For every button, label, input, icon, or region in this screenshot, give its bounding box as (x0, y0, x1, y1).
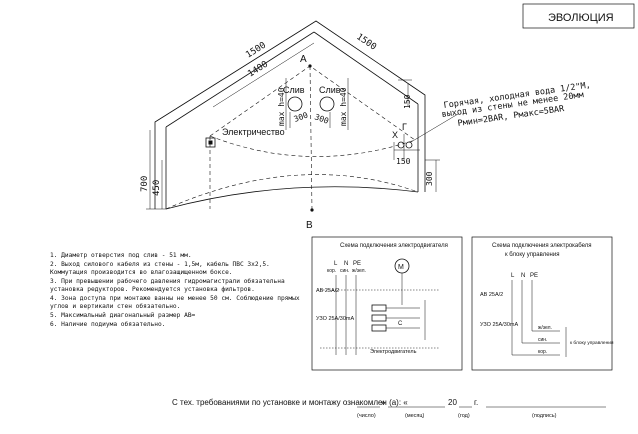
scheme-control-title2: к блоку управления (505, 252, 559, 258)
control-wire-pe: ж/зел. (538, 325, 552, 331)
brand-label: ЭВОЛЮЦИЯ (548, 12, 614, 24)
drain-right-label: Слив (319, 85, 341, 95)
dim-top-left: 1500 (244, 41, 268, 61)
footer-signature: С тех. требованиями по установке и монта… (172, 398, 606, 419)
control-to-block: к блоку управления (570, 340, 614, 346)
note-2b: Коммутация производится во влагозащищенн… (50, 268, 233, 276)
brand-box: ЭВОЛЮЦИЯ (522, 3, 635, 29)
motor-l: L (334, 261, 338, 267)
motor-breaker: АВ 25А/2 (316, 288, 339, 294)
plan-view: 1500 1500 1400 А В Слив 300 Сл (140, 20, 459, 231)
dim-300-left: 300 (293, 110, 310, 123)
motor-caption: Электродвигатель (370, 349, 417, 355)
note-6: 6. Наличие подиума обязательно. (50, 320, 165, 328)
scheme-motor: Схема подключения электродвигателя L N P… (311, 236, 463, 371)
control-uzo: УЗО 25А/30mA (480, 322, 518, 328)
motor-capacitor: С (398, 321, 403, 327)
note-2: 2. Выход силового кабеля из стены - 1,5м… (50, 260, 270, 268)
note-1: 1. Диаметр отверстия под слив - 51 мм. (50, 252, 192, 259)
control-breaker: АВ 25А/2 (480, 292, 503, 298)
control-n: N (521, 273, 525, 279)
point-x: Х (392, 130, 398, 140)
point-b: В (306, 220, 313, 231)
caption-day: (число) (357, 413, 376, 419)
electricity-outlet: Электричество (205, 127, 285, 148)
electricity-label: Электричество (222, 127, 285, 137)
motor-n: N (344, 261, 348, 267)
control-wire-n: син. (538, 337, 547, 343)
note-4b: углов и вертикали стен обязательно. (50, 302, 180, 310)
scheme-control-title1: Схема подключения электрокабеля (492, 243, 592, 249)
scheme-control: Схема подключения электрокабеля к блоку … (471, 236, 614, 371)
note-4: 4. Зона доступа при монтаже ванны не мен… (50, 294, 300, 302)
note-3b: установка редукторов. Рекомендуется уста… (50, 285, 255, 293)
control-wire-l: кор. (538, 349, 547, 355)
control-l: L (511, 273, 515, 279)
notes-list: 1. Диаметр отверстия под слив - 51 мм. 2… (50, 252, 300, 328)
point-a: А (300, 54, 307, 65)
scheme-motor-title: Схема подключения электродвигателя (340, 243, 448, 249)
control-pe: PE (530, 273, 538, 279)
drain-right: Слив 300 (313, 85, 341, 128)
footer-text: С тех. требованиями по установке и монта… (172, 398, 408, 407)
motor-n-wire: син. (340, 268, 349, 274)
drain-left: Слив 300 (283, 85, 309, 128)
footer-year-suffix: г. (474, 398, 478, 407)
dim-300-right: 300 (313, 112, 330, 125)
motor-symbol: М (398, 264, 404, 271)
motor-pe-wire: ж/зел. (352, 268, 366, 274)
motor-uzo: УЗО 25А/30mA (316, 316, 354, 322)
footer-year-prefix: 20 (448, 398, 457, 407)
dim-300-side: 300 (425, 171, 434, 186)
drain-left-label: Слив (283, 85, 305, 95)
caption-year: (год) (458, 413, 470, 419)
caption-sign: (подпись) (532, 413, 557, 419)
water-note: Горячая, холодная вода 1/2"М, выход из с… (441, 80, 591, 129)
dim-max-h40-left: max h=40 (277, 87, 286, 126)
dim-700: 700 (140, 176, 150, 192)
note-5: 5. Максимальный диагональный размер АВ= (50, 311, 196, 319)
dim-150-mid: 150 (396, 157, 411, 166)
note-3: 3. При превышении рабочего давления гидр… (50, 277, 285, 285)
dim-450: 450 (152, 180, 162, 196)
dim-max-h40-right: max h=40 (339, 87, 348, 126)
footer-quote-close: » (381, 398, 386, 407)
motor-l-wire: кор. (327, 268, 336, 274)
dim-150-top: 150 (403, 94, 412, 109)
caption-month: (месяц) (405, 413, 425, 419)
motor-pe: PE (353, 261, 361, 267)
point-g: Г (402, 122, 407, 132)
